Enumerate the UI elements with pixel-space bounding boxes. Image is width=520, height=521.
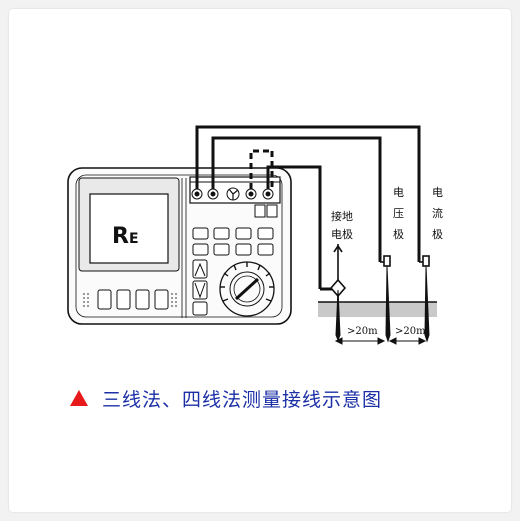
soft-key-3[interactable] <box>135 289 150 310</box>
key-r2c4[interactable] <box>257 243 274 256</box>
current-electrode-label-2: 流 <box>432 206 443 220</box>
terminal-block <box>189 176 281 218</box>
fan-icon <box>226 187 240 201</box>
power-button[interactable] <box>192 301 208 316</box>
caption-text: 三线法、四线法测量接线示意图 <box>102 388 383 411</box>
soft-key-1[interactable] <box>97 289 112 310</box>
current-electrode-label-3: 极 <box>432 227 443 241</box>
distance-markers <box>334 337 427 345</box>
dashed-jumper-wire <box>249 149 272 189</box>
key-r2c2[interactable] <box>213 243 230 256</box>
small-switch-1[interactable] <box>254 204 266 218</box>
current-lead-wire <box>195 125 421 262</box>
earth-stake <box>329 244 347 342</box>
down-arrow-button[interactable] <box>192 280 208 300</box>
voltage-electrode-label-3: 极 <box>393 227 404 241</box>
speaker-grille-left <box>83 293 89 307</box>
ground <box>318 301 437 317</box>
voltage-electrode-label-2: 压 <box>393 207 404 220</box>
soft-keys <box>97 289 169 310</box>
distance-label-1: >20m <box>347 326 378 337</box>
distance-label-2: >20m <box>395 326 426 337</box>
tester-device <box>67 167 292 325</box>
small-switch-2[interactable] <box>266 204 278 218</box>
soft-key-4[interactable] <box>154 289 169 310</box>
soft-key-2[interactable] <box>116 289 131 310</box>
earth-electrode-label-1: 接地 <box>331 210 353 223</box>
display-subscript: E <box>129 231 139 247</box>
key-r1c3[interactable] <box>235 227 252 240</box>
caption: 三线法、四线法测量接线示意图 <box>70 385 382 411</box>
terminal-1[interactable] <box>191 188 203 200</box>
earth-electrode-label-2: 电极 <box>331 227 353 241</box>
electrode-labels: 接地 电极 电 压 极 电 流 极 <box>331 186 443 241</box>
warning-triangle-icon <box>70 390 88 406</box>
down-arrow-icon <box>194 282 206 299</box>
terminal-2[interactable] <box>207 188 219 200</box>
voltage-lead-wire <box>211 136 382 262</box>
current-stake <box>419 255 430 343</box>
rotary-switch[interactable] <box>219 261 275 317</box>
up-arrow-icon <box>194 262 206 277</box>
key-r1c2[interactable] <box>213 227 230 240</box>
current-electrode-label-1: 电 <box>432 186 443 199</box>
lcd-display: R E <box>112 224 139 249</box>
earth-lead-wire <box>266 165 322 289</box>
speaker-grille-right <box>171 293 177 307</box>
voltage-stake <box>380 255 391 343</box>
terminal-3[interactable] <box>245 188 257 200</box>
keypad <box>192 227 274 316</box>
terminal-4[interactable] <box>262 188 274 200</box>
key-r2c1[interactable] <box>192 243 209 256</box>
key-r1c1[interactable] <box>192 227 209 240</box>
voltage-electrode-label-1: 电 <box>393 186 404 199</box>
key-r1c4[interactable] <box>257 227 274 240</box>
key-r2c3[interactable] <box>235 243 252 256</box>
display-main: R <box>112 224 129 249</box>
lead-wires <box>195 125 421 291</box>
